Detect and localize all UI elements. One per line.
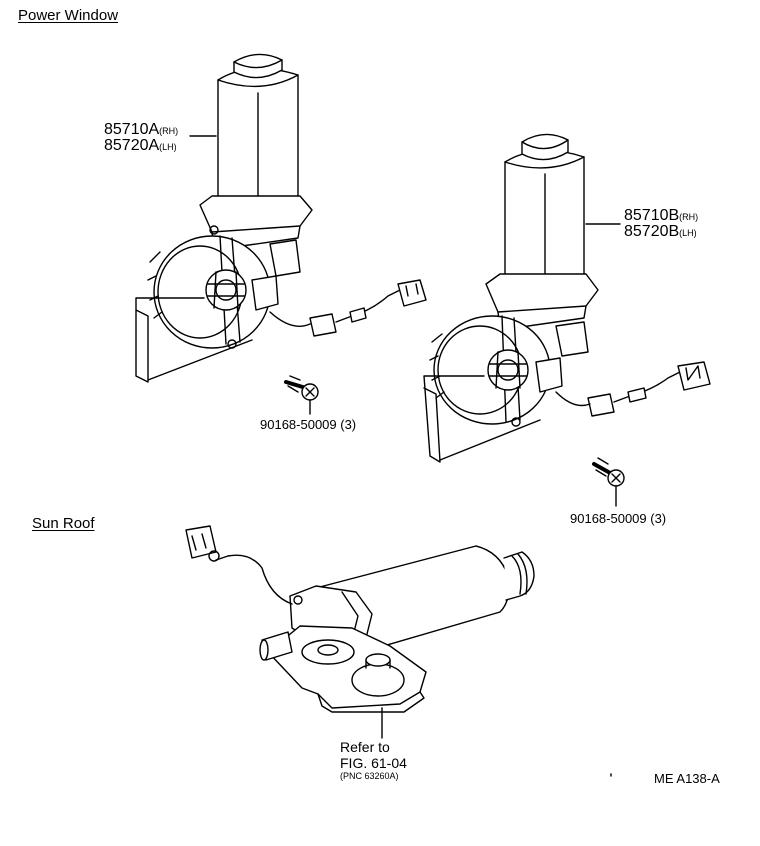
bolt-b-graphic bbox=[592, 457, 625, 507]
motor-b-part-lh: 85720B(LH) bbox=[624, 224, 697, 240]
bolt-a-label: 90168-50009 (3) bbox=[260, 417, 357, 432]
sunroof-ref-line1: Refer to bbox=[340, 739, 390, 755]
motor-b-part-rh: 85710B(RH) bbox=[624, 208, 698, 224]
motor-b-suffix-rh: (RH) bbox=[679, 212, 699, 222]
section-title-power-window: Power Window bbox=[18, 7, 119, 24]
motor-a-part-rh: 85710A(RH) bbox=[104, 122, 178, 138]
bolt-a-graphic bbox=[284, 375, 319, 415]
motor-b-suffix-lh: (LH) bbox=[679, 228, 697, 238]
sunroof-ref-line3: (PNC 63260A) bbox=[340, 771, 399, 781]
section-title-sun-roof: Sun Roof bbox=[32, 515, 95, 532]
motor-b-part-lh-number: 85720B bbox=[624, 223, 680, 240]
motor-a-suffix-rh: (RH) bbox=[159, 126, 179, 136]
motor-a-part-lh: 85720A(LH) bbox=[104, 138, 177, 154]
sun-roof-motor bbox=[185, 525, 535, 739]
power-window-motor-b bbox=[423, 133, 711, 463]
bolt-b-label: 90168-50009 (3) bbox=[570, 511, 667, 526]
motor-a-suffix-lh: (LH) bbox=[159, 142, 177, 152]
figure-code: ME A138-A bbox=[654, 771, 720, 786]
motor-a-part-lh-number: 85720A bbox=[104, 137, 160, 154]
motor-b-part-rh-number: 85710B bbox=[624, 207, 680, 224]
sunroof-ref-line2: FIG. 61-04 bbox=[340, 755, 407, 771]
motor-a-part-rh-number: 85710A bbox=[104, 121, 160, 138]
power-window-motor-a bbox=[135, 53, 427, 383]
